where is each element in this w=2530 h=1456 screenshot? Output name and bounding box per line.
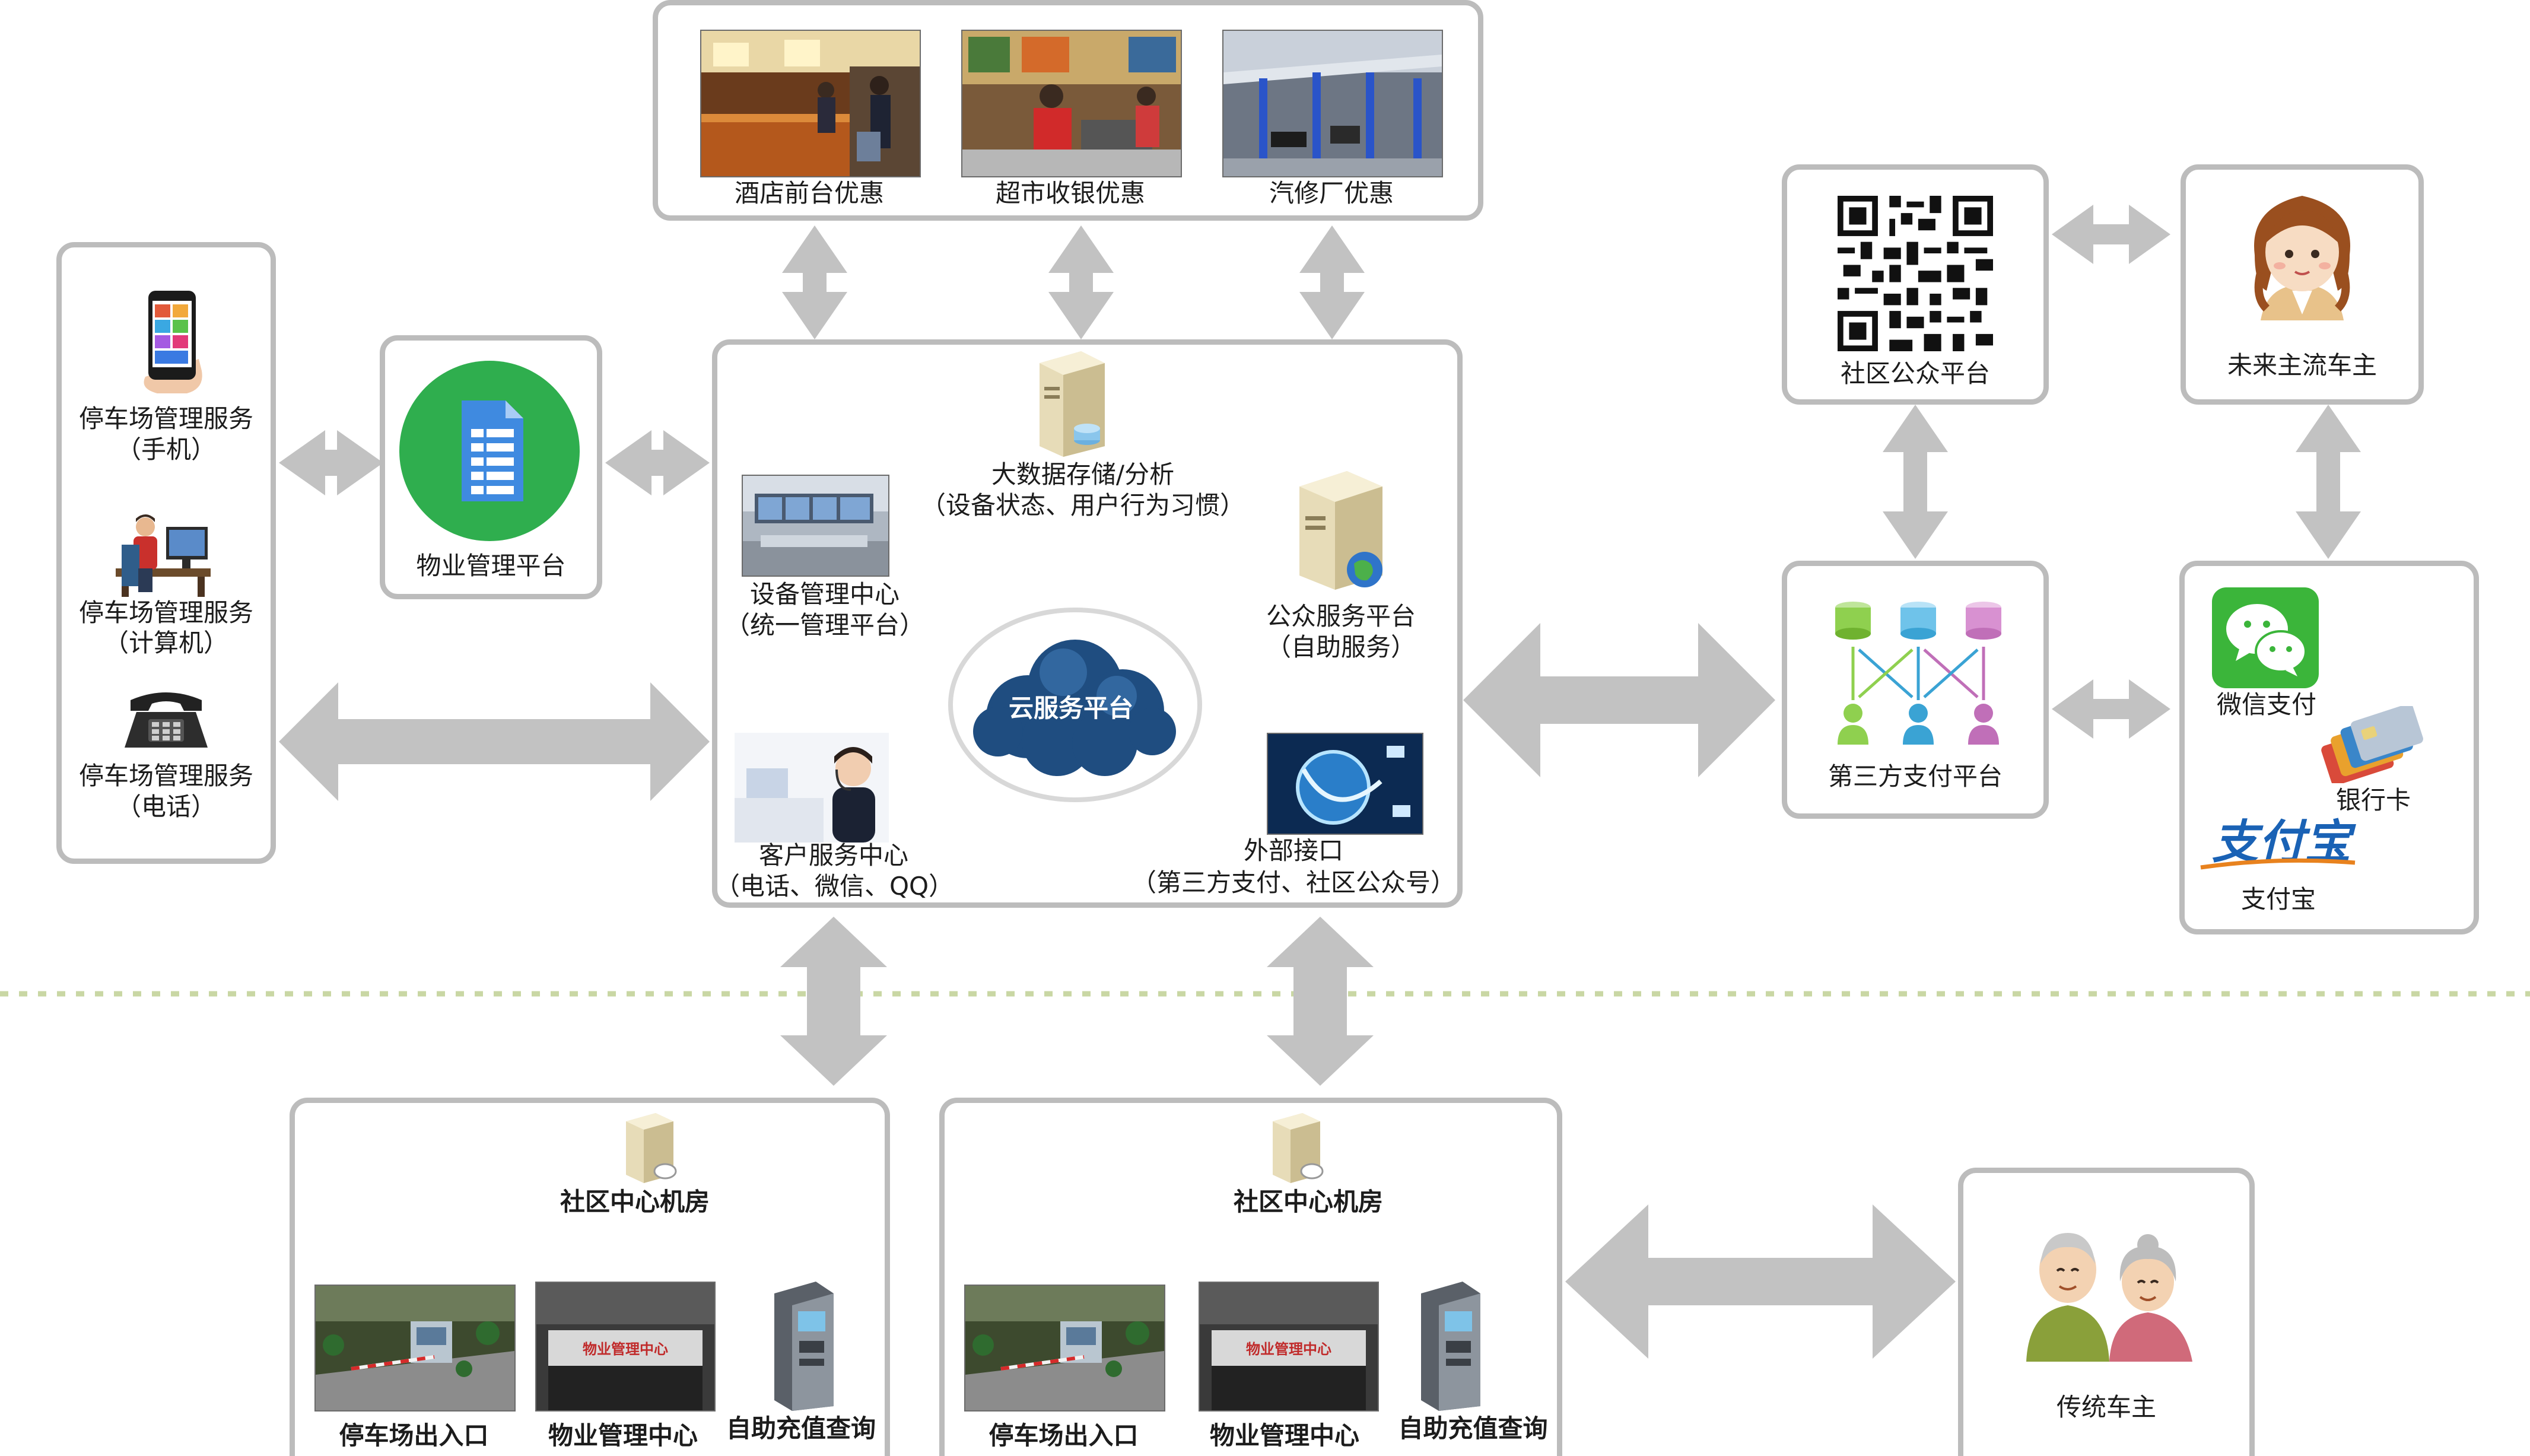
device-center-photo <box>742 475 889 577</box>
community-1-room-label: 社区中心机房 <box>560 1187 710 1216</box>
arrow-hotel-center <box>782 225 847 339</box>
arrow-center-community-1 <box>780 917 887 1086</box>
computer-desk-icon <box>116 514 211 597</box>
hotel-label: 酒店前台优惠 <box>734 179 884 208</box>
community-2-room-label: 社区中心机房 <box>1233 1187 1383 1216</box>
community-1-kiosk-label: 自助充值查询 <box>726 1414 876 1443</box>
wechat-pay-icon <box>2212 587 2319 688</box>
community-2-gate-photo <box>964 1285 1165 1412</box>
community-2-office-label: 物业管理中心 <box>1209 1421 1359 1450</box>
community-2-office-sign: 物业管理中心 <box>1246 1341 1331 1358</box>
property-platform-label: 物业管理平台 <box>416 551 566 580</box>
arrow-supermarket-center <box>1048 225 1114 339</box>
community-1-lan-label: 社区局域网 <box>540 1229 659 1256</box>
computer-channel-line1: 停车场管理服务 <box>78 598 253 627</box>
bigdata-line1: 大数据存储/分析 <box>991 460 1175 489</box>
arrow-garage-center <box>1299 225 1365 339</box>
garage-photo <box>1222 30 1443 177</box>
community-1-server-icon <box>626 1113 677 1183</box>
community-2-kiosk-icon <box>1421 1282 1480 1411</box>
community-2-kiosk-label: 自助充值查询 <box>1398 1414 1548 1443</box>
community-1-office-sign: 物业管理中心 <box>583 1341 668 1358</box>
computer-channel-line2: （计算机） <box>103 628 228 657</box>
cloud-icon <box>948 608 1202 802</box>
bank-card-label: 银行卡 <box>2335 786 2411 815</box>
community-1-gate-photo <box>314 1285 516 1412</box>
community-2-server-icon <box>1273 1113 1324 1183</box>
arrow-channels-property <box>279 430 383 495</box>
community-account-label: 社区公众平台 <box>1840 359 1990 388</box>
cloud-label: 云服务平台 <box>1009 694 1134 723</box>
hotel-photo <box>700 30 921 177</box>
arrow-property-center <box>605 430 710 495</box>
public-service-server-icon <box>1299 471 1382 590</box>
community-1-gate-label: 停车场出入口 <box>339 1421 489 1450</box>
customer-service-line1: 客户服务中心 <box>758 841 908 870</box>
customer-service-photo <box>735 733 889 843</box>
payment-network-icon <box>1835 602 2001 745</box>
device-center-line1: 设备管理中心 <box>749 580 900 609</box>
traditional-owner-label: 传统车主 <box>2056 1393 2156 1422</box>
supermarket-label: 超市收银优惠 <box>995 179 1145 208</box>
smartphone-icon <box>144 291 202 393</box>
traditional-owner-box <box>1958 1168 2255 1456</box>
public-service-line2: （自助服务） <box>1266 632 1416 662</box>
arrow-owner-paymethods <box>2296 405 2361 559</box>
arrow-thirdparty-paymethods <box>2052 679 2170 739</box>
customer-service-line2: （电话、微信、QQ） <box>715 872 954 901</box>
telephone-channel-line2: （电话） <box>116 792 216 821</box>
third-party-pay-label: 第三方支付平台 <box>1827 762 2003 791</box>
bank-cards-icon <box>2321 706 2423 783</box>
phone-channel-line2: （手机） <box>116 435 216 464</box>
community-2-office-photo: 物业管理中心 <box>1199 1282 1379 1412</box>
document-badge-icon <box>399 361 580 541</box>
public-service-line1: 公众服务平台 <box>1266 602 1416 631</box>
telephone-icon <box>125 692 208 748</box>
community-1-kiosk-icon <box>774 1282 834 1411</box>
community-1-office-label: 物业管理中心 <box>548 1421 698 1450</box>
arrow-account-owner <box>2052 205 2170 264</box>
future-owner-label: 未来主流车主 <box>2227 351 2377 380</box>
arrow-telephone-center <box>279 682 710 801</box>
arrow-center-thirdparty <box>1463 623 1775 777</box>
bigdata-line2: （设备状态、用户行为习惯） <box>920 491 1245 520</box>
community-2-lan-label: 社区局域网 <box>1204 1229 1323 1256</box>
supermarket-photo <box>961 30 1182 177</box>
device-center-line2: （统一管理平台） <box>724 611 924 640</box>
community-1-office-photo: 物业管理中心 <box>535 1282 716 1412</box>
external-line2: （第三方支付、社区公众号） <box>1131 868 1455 897</box>
wechat-pay-label: 微信支付 <box>2216 690 2316 719</box>
garage-label: 汽修厂优惠 <box>1269 179 1394 208</box>
elderly-couple-icon <box>2026 1233 2192 1362</box>
bigdata-server-icon <box>1040 351 1105 457</box>
community-2-gate-label: 停车场出入口 <box>989 1421 1139 1450</box>
external-line1: 外部接口 <box>1243 836 1343 865</box>
arrow-community-traditional <box>1565 1204 1956 1359</box>
external-interface-photo <box>1267 733 1423 835</box>
phone-channel-line1: 停车场管理服务 <box>78 404 253 433</box>
telephone-channel-line1: 停车场管理服务 <box>78 761 253 790</box>
arrow-account-thirdparty <box>1883 405 1948 559</box>
young-driver-avatar-icon <box>2254 196 2350 320</box>
alipay-swoosh-icon <box>2200 858 2356 870</box>
alipay-label: 支付宝 <box>2240 885 2316 914</box>
qr-code-icon <box>1838 196 1993 351</box>
arrow-center-community-2 <box>1267 917 1374 1086</box>
